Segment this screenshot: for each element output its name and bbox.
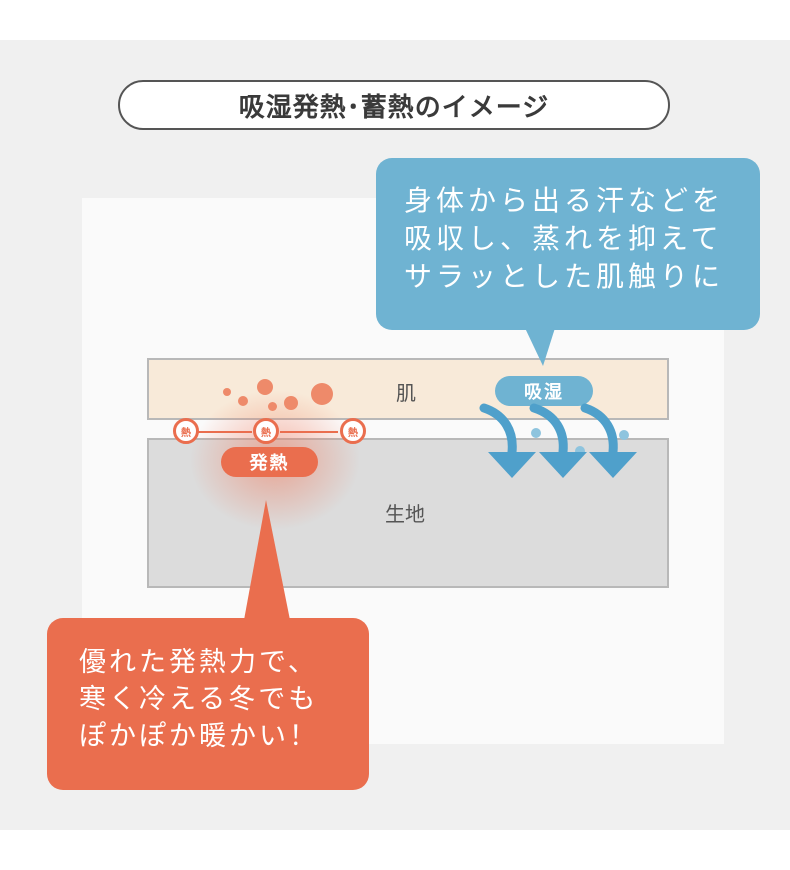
heat-badge: 熱	[253, 418, 279, 444]
skin-layer-label: 肌	[396, 381, 416, 405]
moisture-arrows	[479, 403, 618, 457]
moisture-callout-line: サラッとした肌触りに	[404, 260, 725, 293]
heat-callout-line: 優れた発熱力で、	[79, 647, 318, 678]
heat-particle	[284, 396, 298, 410]
heat-particle	[268, 402, 277, 411]
heat-callout: 優れた発熱力で、 寒く冷える冬でも ぽかぽか暖かい！	[47, 618, 369, 790]
moisture-droplet	[531, 428, 541, 438]
heat-callout-pointer	[244, 500, 290, 620]
heat-particle	[223, 388, 231, 396]
fabric-layer-label: 生地	[385, 502, 425, 526]
moisture-arrowhead	[589, 452, 637, 478]
heat-particle	[257, 379, 273, 395]
moisture-droplet	[619, 430, 629, 440]
moisture-arrow	[580, 403, 618, 457]
moisture-arrow	[479, 403, 517, 457]
heat-badge: 熱	[173, 418, 199, 444]
moisture-callout-pointer	[525, 328, 555, 366]
moisture-callout-line: 吸収し、蒸れを抑えて	[404, 222, 723, 255]
heat-particle	[311, 383, 333, 405]
heat-link	[280, 431, 338, 433]
heat-callout-line: 寒く冷える冬でも	[79, 684, 319, 715]
diagram-title-text: 吸湿発熱･蓄熱のイメージ	[238, 92, 550, 123]
heat-particle	[238, 396, 248, 406]
moisture-arrow	[529, 403, 568, 457]
moisture-callout: 身体から出る汗などを 吸収し、蒸れを抑えて サラッとした肌触りに	[376, 158, 760, 330]
diagram-title: 吸湿発熱･蓄熱のイメージ	[118, 80, 670, 130]
heat-badge: 熱	[340, 418, 366, 444]
moisture-callout-line: 身体から出る汗などを	[404, 184, 725, 217]
moisture-absorption-label: 吸湿	[495, 376, 593, 406]
heat-link	[198, 431, 252, 433]
heat-callout-line: ぽかぽか暖かい！	[79, 721, 319, 752]
moisture-arrowhead	[488, 452, 536, 478]
moisture-arrowhead	[539, 452, 587, 478]
heat-generation-label: 発熱	[221, 447, 318, 477]
